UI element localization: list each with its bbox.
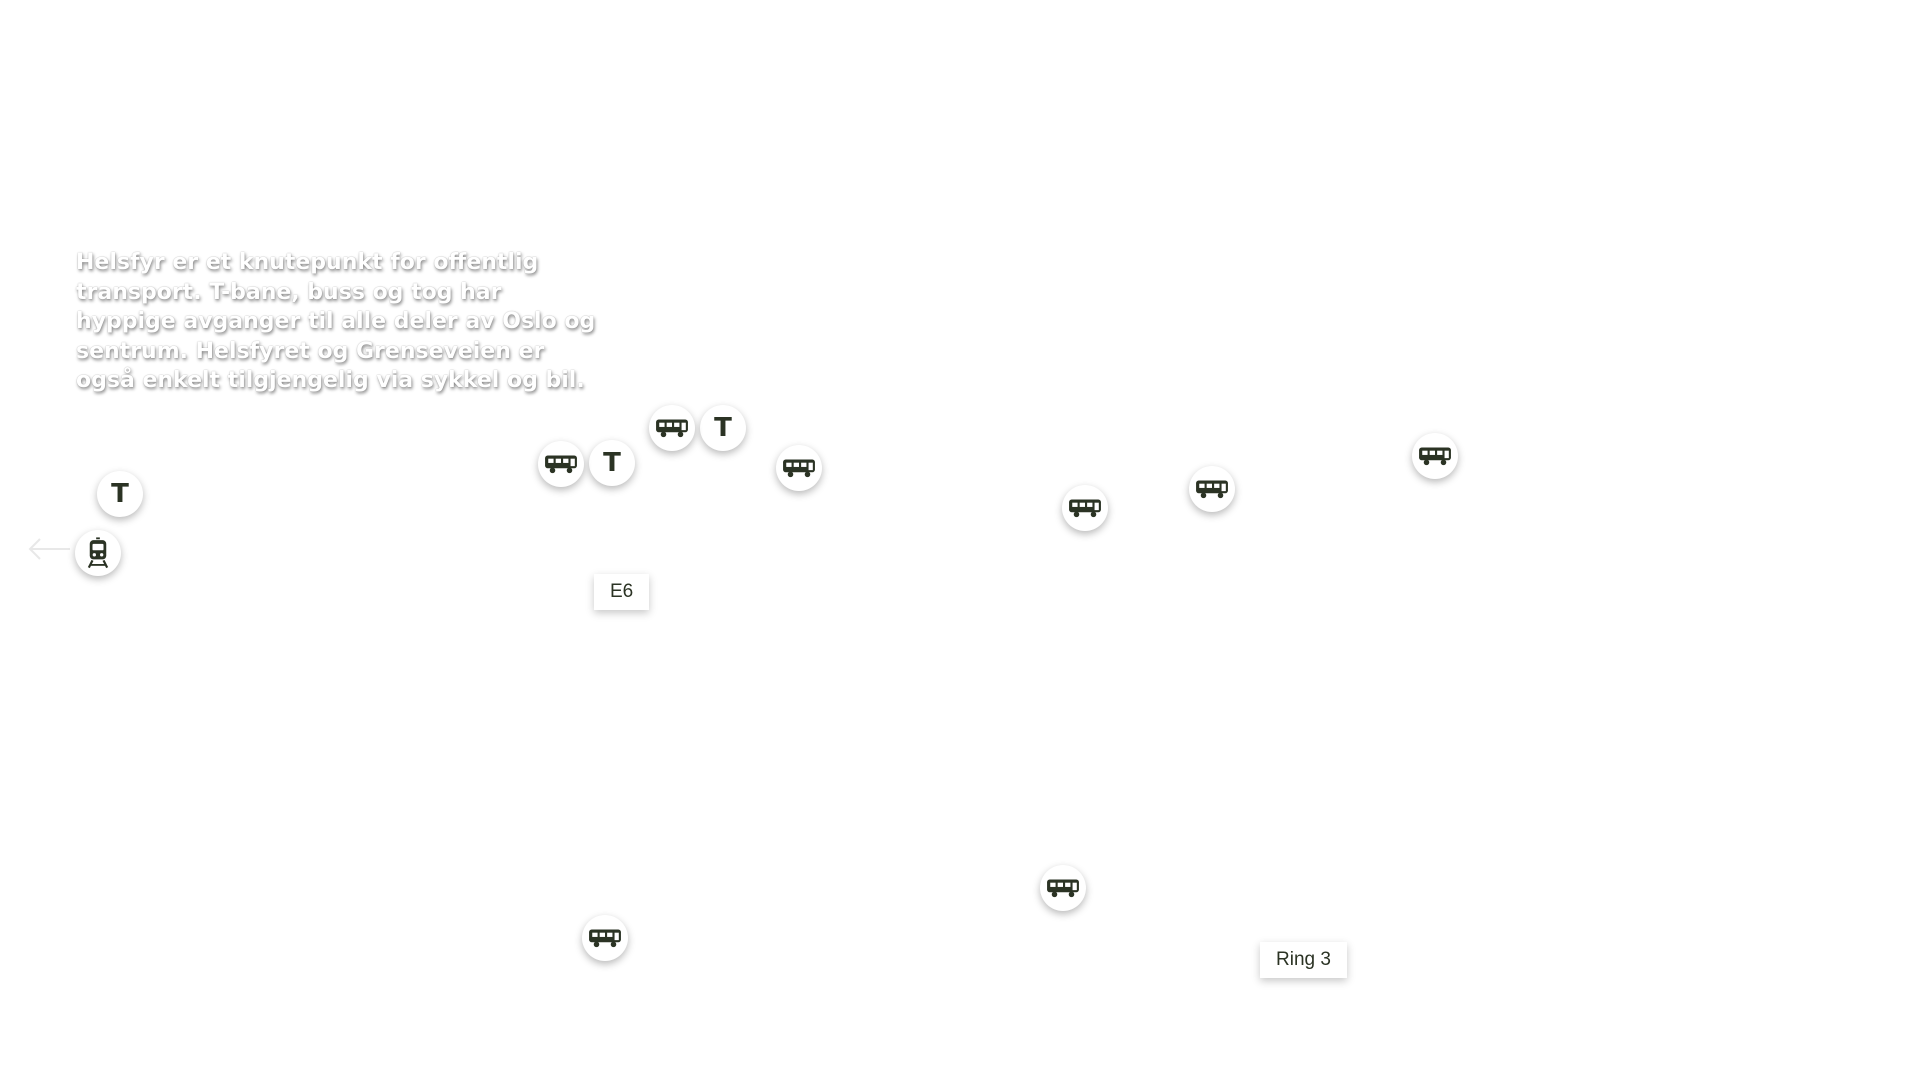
intro-text: Helsfyr er et knutepunkt for offentlig t… [76,250,596,393]
bus-icon [588,927,622,949]
bus-icon [1195,478,1229,500]
bus-icon [1068,497,1102,519]
bus-icon [1046,877,1080,899]
bus-marker[interactable] [1189,466,1235,512]
road-label-e6: E6 [594,574,650,610]
train-marker[interactable] [75,530,121,576]
bus-marker[interactable] [1412,433,1458,479]
bus-marker[interactable] [1062,485,1108,531]
metro-marker[interactable]: T [589,440,635,486]
metro-icon: T [603,448,621,478]
bus-marker[interactable] [538,441,584,487]
bus-icon [655,417,689,439]
bus-marker[interactable] [1040,865,1086,911]
bus-icon [544,453,578,475]
train-icon [87,537,109,569]
metro-icon: T [111,479,129,509]
metro-icon: T [714,413,732,443]
bus-icon [782,457,816,479]
bus-marker[interactable] [582,915,628,961]
bus-icon [1418,445,1452,467]
back-arrow-icon[interactable] [26,536,72,562]
road-label-ring3: Ring 3 [1260,942,1347,978]
metro-marker[interactable]: T [700,405,746,451]
metro-marker[interactable]: T [97,471,143,517]
bus-marker[interactable] [776,445,822,491]
bus-marker[interactable] [649,405,695,451]
